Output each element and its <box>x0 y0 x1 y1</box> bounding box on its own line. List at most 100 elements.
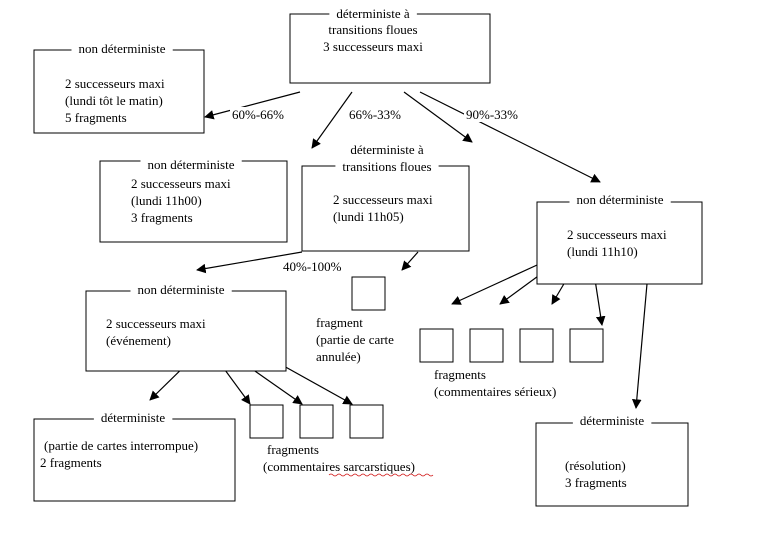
label-backing <box>129 210 195 225</box>
fragment-label-line: (commentaires sérieux) <box>434 384 556 399</box>
label-backing <box>314 332 397 347</box>
fragment-square <box>469 328 504 363</box>
node-root: déterministe à transitions floues 3 succ… <box>289 5 491 84</box>
node-line: 3 fragments <box>565 475 627 490</box>
label-backing <box>321 39 426 54</box>
node-box <box>301 165 470 252</box>
label-backing <box>42 438 201 453</box>
label-backing <box>347 107 404 122</box>
fragment-label-line: (commentaires sarcarstiques) <box>263 459 415 474</box>
node-det-11h05: déterministe à transitions floues 2 succ… <box>301 141 470 252</box>
label-backing <box>314 349 363 364</box>
fragment-label-line: fragments <box>267 442 319 457</box>
node-line: 5 fragments <box>65 110 127 125</box>
node-det-interrupted: déterministe (partie de cartes interromp… <box>33 409 236 502</box>
fragments-sarcastic: fragments (commentaires sarcarstiques) <box>249 404 434 477</box>
label-backing <box>104 316 209 331</box>
label-backing <box>129 193 204 208</box>
label-backing <box>63 76 168 91</box>
fragment-square <box>519 328 554 363</box>
node-line: (partie de cartes interrompue) <box>44 438 198 453</box>
node-line: (événement) <box>106 333 171 348</box>
edge-label: 90%-33% <box>466 107 518 122</box>
label-backing <box>432 384 559 399</box>
node-title-line: déterministe à <box>350 142 424 157</box>
edge-11h05-to-fragment <box>401 251 419 271</box>
label-backing <box>63 110 129 125</box>
node-nd-event: non déterministe 2 successeurs maxi (évé… <box>85 281 287 372</box>
fragment-square <box>249 404 284 439</box>
title-backing <box>343 141 431 158</box>
label-backing <box>104 333 173 348</box>
label-backing <box>331 192 436 207</box>
edge-root-to-11h10 <box>419 91 601 183</box>
title-backing <box>569 191 671 208</box>
title-backing <box>130 281 232 298</box>
node-title-line: déterministe <box>580 413 644 428</box>
title-backing <box>71 40 173 57</box>
node-line: 3 successeurs maxi <box>323 39 423 54</box>
label-backing <box>314 315 366 330</box>
label-backing <box>129 176 234 191</box>
edge-root-to-11h05 <box>311 91 353 149</box>
label-backing <box>563 458 628 473</box>
edge-label: 66%-33% <box>349 107 401 122</box>
node-line: 2 successeurs maxi <box>333 192 433 207</box>
fragment-label-line: fragments <box>434 367 486 382</box>
fragment-square <box>349 404 384 439</box>
fragment-square <box>419 328 454 363</box>
fragment-label-line: annulée) <box>316 349 361 364</box>
edge-label: 60%-66% <box>232 107 284 122</box>
node-line: (résolution) <box>565 458 626 473</box>
node-line: (lundi 11h00) <box>131 193 202 208</box>
node-line: (lundi 11h05) <box>333 209 404 224</box>
node-title-line: déterministe <box>101 410 165 425</box>
fragment-square <box>351 276 386 311</box>
node-det-resolution: déterministe (résolution) 3 fragments <box>535 412 689 507</box>
label-backing <box>565 227 670 242</box>
edge-root-to-morning <box>204 91 301 120</box>
node-box <box>536 201 703 285</box>
label-backing <box>265 442 321 457</box>
edge-label: 40%-100% <box>283 259 342 274</box>
node-title-line: non déterministe <box>147 157 234 172</box>
label-backing <box>432 367 488 382</box>
title-backing <box>321 21 425 38</box>
title-backing <box>329 5 417 22</box>
label-backing <box>565 244 640 259</box>
title-backing <box>140 156 242 173</box>
node-line: 3 fragments <box>131 210 193 225</box>
edge-11h10-to-serious-1 <box>451 259 549 305</box>
node-title-line: non déterministe <box>137 282 224 297</box>
label-backing <box>261 459 417 474</box>
label-backing <box>464 107 521 122</box>
node-title-line: transitions floues <box>328 22 417 37</box>
node-nd-morning: non déterministe 2 successeurs maxi (lun… <box>33 40 205 134</box>
label-backing <box>281 259 344 274</box>
label-backing <box>331 209 406 224</box>
fragment-square <box>569 328 604 363</box>
node-line: (lundi tôt le matin) <box>65 93 163 108</box>
title-backing <box>93 409 173 426</box>
title-backing <box>335 158 439 175</box>
fragment-label-line: (partie de carte <box>316 332 394 347</box>
node-line: (lundi 11h10) <box>567 244 638 259</box>
node-line: 2 fragments <box>40 455 102 470</box>
node-title-line: non déterministe <box>78 41 165 56</box>
fragments-serious: fragments (commentaires sérieux) <box>419 328 604 399</box>
node-title-line: non déterministe <box>576 192 663 207</box>
label-backing <box>63 93 165 108</box>
fragment-cancelled: fragment (partie de carte annulée) <box>314 276 397 364</box>
node-line: 2 successeurs maxi <box>65 76 165 91</box>
node-line: 2 successeurs maxi <box>131 176 231 191</box>
node-nd-11h10: non déterministe 2 successeurs maxi (lun… <box>536 191 703 285</box>
node-nd-11h00: non déterministe 2 successeurs maxi (lun… <box>99 156 288 243</box>
node-line: 2 successeurs maxi <box>567 227 667 242</box>
edge-11h05-to-event <box>196 251 303 274</box>
edge-root-to-right <box>403 91 473 143</box>
label-backing <box>230 107 287 122</box>
node-title-line: déterministe à <box>336 6 410 21</box>
label-backing <box>563 475 629 490</box>
node-title-line: transitions floues <box>342 159 431 174</box>
